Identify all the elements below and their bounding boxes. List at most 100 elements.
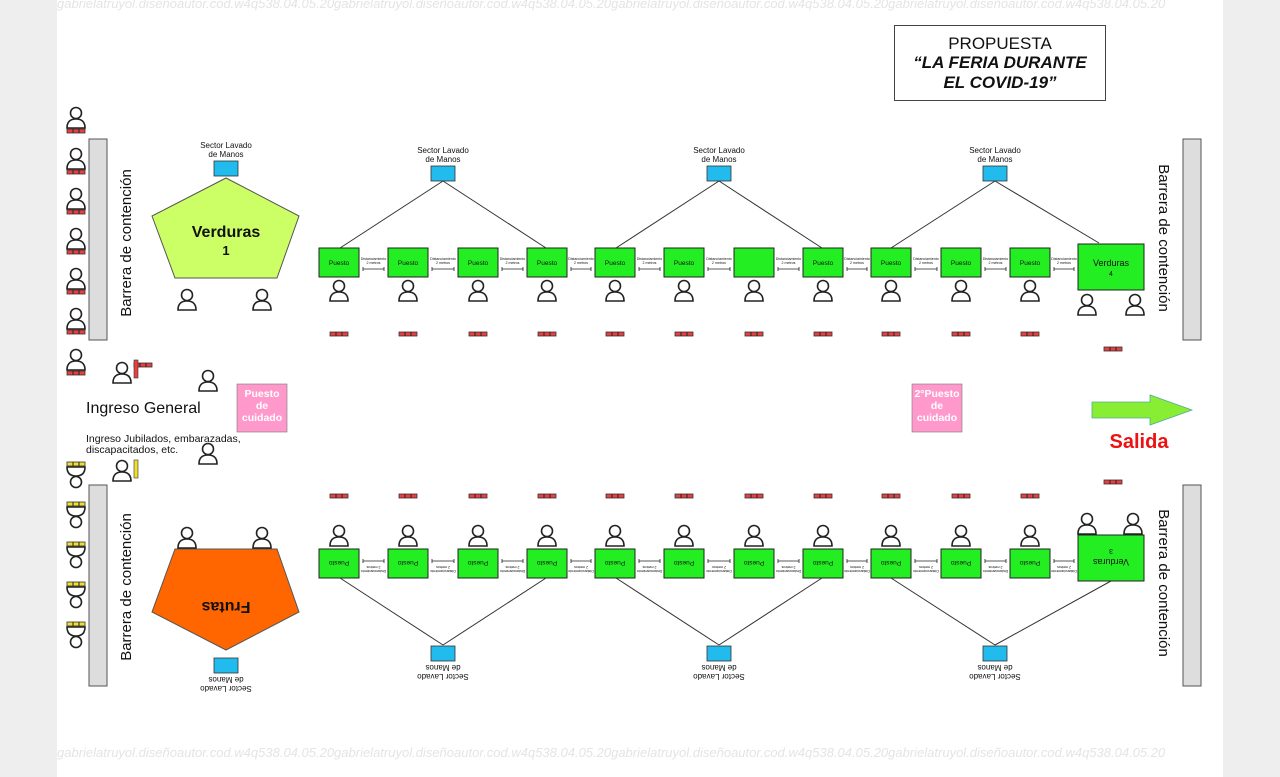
stall (1009, 247, 1051, 278)
hand-wash-sink (213, 657, 239, 674)
distance-marker (66, 169, 86, 175)
spacing-text: Distanciamiento (1051, 569, 1077, 573)
spacing-text: 2 metros (919, 261, 933, 265)
proposal-title: PROPUESTA “LA FERIA DURANTE EL COVID-19” (894, 25, 1106, 101)
hand-wash-label: Sector Lavado (417, 672, 469, 681)
person-icon (66, 106, 86, 129)
distance-marker (537, 331, 557, 337)
exit-label: Salida (1110, 431, 1170, 453)
person-icon (329, 524, 349, 547)
person-icon (468, 524, 488, 547)
distance-marker (468, 493, 488, 499)
spacing-text: Distanciamiento (913, 569, 939, 573)
person-icon (66, 267, 86, 290)
distance-marker (66, 501, 86, 507)
distance-marker (881, 331, 901, 337)
distance-marker (398, 331, 418, 337)
connector-line (890, 180, 996, 249)
spacing-text: Distanciamiento (706, 257, 732, 261)
stall-label: Puesto (537, 559, 558, 566)
care-post-1-label: cuidado (242, 412, 282, 424)
hand-wash-label: de Manos (208, 675, 243, 684)
hand-wash-label: Sector Lavado (969, 146, 1021, 155)
spacing-text: Distanciamiento (913, 257, 939, 261)
stall (594, 548, 636, 579)
containment-barrier (88, 138, 108, 341)
distance-marker (813, 493, 833, 499)
title-line-3: EL COVID-19” (943, 73, 1057, 92)
care-post-2 (911, 383, 963, 433)
stall (318, 548, 360, 579)
stall (663, 548, 705, 579)
stall (733, 247, 775, 278)
distance-marker (66, 541, 86, 547)
person-icon (881, 279, 901, 302)
verduras-1-stand (151, 177, 300, 279)
connector-line (890, 577, 996, 646)
connector-line (994, 180, 1100, 244)
care-post-1-label: Puesto (244, 388, 279, 400)
spacing-text: 2 metros (989, 261, 1003, 265)
spacing-text: Distanciamiento (983, 257, 1009, 261)
verduras-1-label: Verduras (192, 224, 261, 241)
stall (526, 247, 568, 278)
distance-marker (1020, 493, 1040, 499)
spacing-text: 2 metros (505, 565, 519, 569)
person-icon (605, 524, 625, 547)
stall-label: Puesto (1020, 559, 1041, 566)
stall-label: Puesto (605, 559, 626, 566)
distance-marker (1103, 479, 1123, 485)
exit-arrow (1091, 394, 1194, 426)
care-post-2-label: de (931, 400, 943, 412)
spacing-text: 2 metros (1057, 565, 1071, 569)
stall (594, 247, 636, 278)
person-icon (66, 348, 86, 371)
stall-label: Puesto (329, 559, 350, 566)
stall-label: Puesto (881, 559, 902, 566)
person-icon (177, 288, 197, 311)
person-icon (674, 524, 694, 547)
spacing-text: 2 metros (850, 261, 864, 265)
person-icon (198, 442, 218, 465)
distance-marker (66, 289, 86, 295)
verduras-4-label: Verduras (1093, 258, 1130, 268)
stall-label: Puesto (329, 260, 350, 267)
hand-wash-sink (706, 645, 732, 662)
hand-wash-sink (430, 645, 456, 662)
person-icon (112, 361, 132, 384)
stall-flipped: Puesto (594, 548, 636, 579)
person-icon (537, 279, 557, 302)
watermark-top: gabrielatruyol.diseñoautor.cod.w4q538.04… (57, 0, 1166, 11)
stall-flipped: Puesto (940, 548, 982, 579)
person-icon (66, 307, 86, 330)
stall-label: Puesto (398, 559, 419, 566)
stall (870, 548, 912, 579)
stall-flipped: Puesto (526, 548, 568, 579)
spacing-text: 2 metros (642, 565, 656, 569)
connector-line (615, 577, 720, 646)
spacing-text: Distanciamiento (361, 569, 387, 573)
person-icon (1125, 293, 1145, 316)
spacing-text: Distanciamiento (568, 569, 594, 573)
person-icon (1020, 279, 1040, 302)
person-icon (66, 466, 86, 489)
